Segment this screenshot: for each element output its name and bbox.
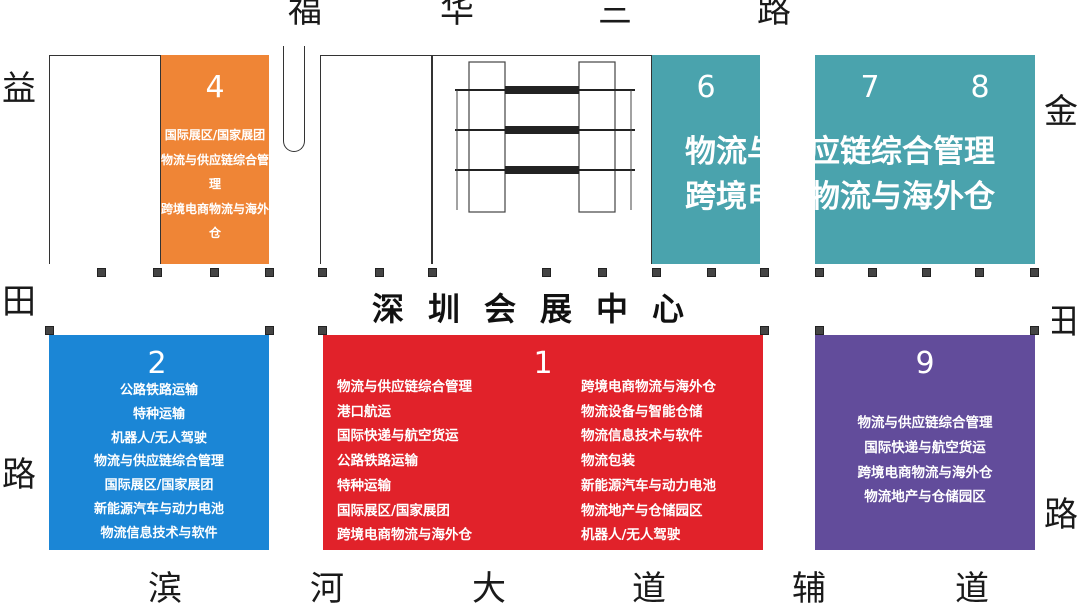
hall-number: 1: [533, 346, 553, 381]
road-char: 路: [2, 455, 36, 495]
hall-number: 4: [205, 70, 225, 105]
exhibit-line: 物流地产与仓储园区: [581, 502, 703, 519]
hall-number: 8: [970, 70, 990, 105]
gate-marker: [1030, 268, 1039, 277]
road-char: 路: [1044, 495, 1078, 535]
venue-title: 深圳会展中心: [371, 290, 708, 328]
gate-marker: [868, 268, 877, 277]
road-fuhua-3rd: 福 华 三 路: [0, 0, 1080, 34]
exhibit-line: 国际展区/国家展团: [164, 128, 266, 142]
hall-exhibit-list: 物流与供应链综合管理 国际快递与航空货运 跨境电商物流与海外仓 物流地产与仓储园…: [815, 411, 1035, 510]
gate-marker: [153, 268, 162, 277]
hall-8[interactable]: 8: [925, 55, 1035, 265]
hall-7[interactable]: 7: [815, 55, 925, 265]
gate-marker: [1030, 326, 1039, 335]
road-char: 华: [440, 0, 474, 31]
gate-marker: [542, 268, 551, 277]
building-outline-top-center-left: [320, 55, 432, 265]
exhibit-line: 港口航运: [337, 403, 391, 420]
road-char: 河: [310, 569, 344, 609]
exhibit-line: 物流与供应链综合管理: [93, 454, 224, 470]
exhibit-line: 跨境电商物流与海外仓: [161, 201, 270, 241]
exhibit-line: 物流信息技术与软件: [581, 428, 703, 445]
road-char: 福: [288, 0, 322, 31]
hall-9[interactable]: 9 物流与供应链综合管理 国际快递与航空货运 跨境电商物流与海外仓 物流地产与仓…: [815, 335, 1035, 550]
exhibit-line: 新能源汽车与动力电池: [581, 477, 716, 494]
exhibit-line: 物流地产与仓储园区: [864, 489, 986, 506]
gate-marker: [210, 268, 219, 277]
road-char: 益: [2, 69, 36, 109]
exhibit-line: 物流包装: [581, 453, 635, 470]
exhibit-line: 物流与供应链综合管理: [161, 152, 270, 192]
road-char: 田: [2, 282, 36, 322]
halls-678-exhibit-list: 物流与供应链综合管理 跨境电商物流与海外仓: [660, 130, 1020, 220]
exhibit-line: 公路铁路运输: [119, 383, 198, 398]
gate-marker: [760, 268, 769, 277]
hall-6[interactable]: 6: [652, 55, 760, 265]
gate-marker: [428, 268, 437, 277]
hall-exhibit-list-left: 物流与供应链综合管理 港口航运 国际快递与航空货运 公路铁路运输 特种运输 国际…: [337, 375, 537, 548]
exhibit-line: 物流信息技术与软件: [100, 525, 218, 541]
hall-number: 7: [860, 70, 880, 105]
gate-marker: [975, 268, 984, 277]
u-shape-outline: [283, 46, 305, 152]
hall-exhibit-list: 公路铁路运输 特种运输 机器人/无人驾驶 物流与供应链综合管理 国际展区/国家展…: [49, 379, 269, 545]
gate-marker: [815, 268, 824, 277]
hall-exhibit-list-right: 跨境电商物流与海外仓 物流设备与智能仓储 物流信息技术与软件 物流包装 新能源汽…: [581, 375, 761, 548]
exhibit-line: 国际展区/国家展团: [337, 502, 450, 519]
rack-structure-graphic: [455, 61, 635, 213]
gate-marker: [922, 268, 931, 277]
road-char: 道: [632, 569, 666, 609]
hall-1[interactable]: 1 物流与供应链综合管理 港口航运 国际快递与航空货运 公路铁路运输 特种运输 …: [323, 335, 763, 550]
hall-2[interactable]: 2 公路铁路运输 特种运输 机器人/无人驾驶 物流与供应链综合管理 国际展区/国…: [49, 335, 269, 550]
road-char: 金: [1044, 92, 1078, 132]
road-char: 辅: [792, 569, 826, 609]
hall-4[interactable]: 4 国际展区/国家展团 物流与供应链综合管理 跨境电商物流与海外仓: [161, 55, 269, 265]
gate-marker: [652, 268, 661, 277]
road-char: 大: [472, 569, 506, 609]
exhibit-line: 公路铁路运输: [337, 453, 418, 470]
building-outline-top-left: [49, 55, 161, 265]
exhibit-line: 物流设备与智能仓储: [581, 403, 703, 420]
gate-marker: [265, 268, 274, 277]
gate-marker: [318, 326, 327, 335]
road-binhe-avenue-auxiliary: 滨 河 大 道 辅 道: [0, 572, 1080, 606]
exhibit-line: 机器人/无人驾驶: [111, 430, 207, 446]
exhibit-line: 特种运输: [132, 406, 185, 422]
exhibit-line: 跨境电商物流与海外仓: [581, 379, 716, 395]
gate-marker: [265, 326, 274, 335]
hall-number: 9: [915, 346, 935, 381]
gate-marker: [97, 268, 106, 277]
exhibit-line: 新能源汽车与动力电池: [93, 501, 224, 517]
exhibit-line: 跨境电商物流与海外仓: [857, 464, 993, 481]
gate-marker: [707, 268, 716, 277]
gate-marker: [375, 268, 384, 277]
gate-marker: [45, 326, 54, 335]
gate-marker: [318, 268, 327, 277]
exhibit-line: 特种运输: [337, 477, 391, 494]
exhibit-line: 物流与供应链综合管理: [857, 415, 993, 431]
hall-exhibit-list: 国际展区/国家展团 物流与供应链综合管理 跨境电商物流与海外仓: [161, 123, 269, 246]
exhibit-line: 物流与供应链综合管理: [337, 379, 472, 395]
road-char: 路: [757, 0, 791, 31]
exhibit-line: 国际展区/国家展团: [104, 478, 214, 494]
exhibit-line: 国际快递与航空货运: [337, 428, 459, 445]
hall-number: 6: [696, 70, 716, 105]
road-char: 道: [955, 569, 989, 609]
road-char: 滨: [148, 569, 182, 609]
exhibit-line: 跨境电商物流与海外仓: [685, 178, 995, 215]
gate-marker: [815, 326, 824, 335]
gate-marker: [760, 326, 769, 335]
exhibit-line: 物流与供应链综合管理: [685, 134, 995, 170]
road-yitian: 益 田 路: [0, 0, 40, 602]
exhibit-line: 跨境电商物流与海外仓: [337, 527, 472, 544]
exhibit-line: 机器人/无人驾驶: [581, 527, 681, 544]
road-char: 三: [598, 0, 632, 31]
gate-marker: [598, 268, 607, 277]
hall-number: 2: [147, 346, 167, 381]
exhibit-line: 国际快递与航空货运: [864, 439, 986, 456]
